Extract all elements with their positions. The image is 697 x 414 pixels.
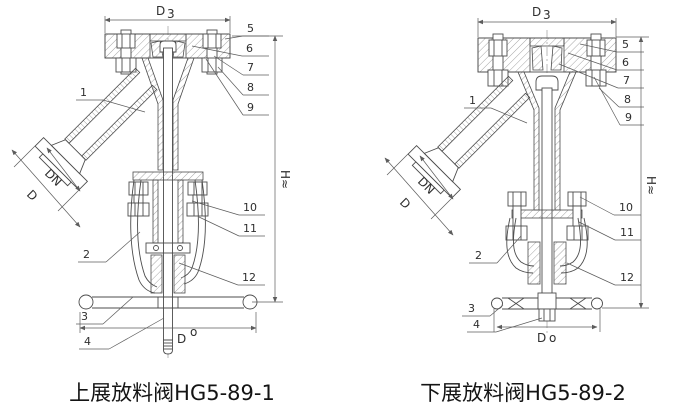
d-label-right: D [397,195,413,211]
callout-10-right: 10 [619,201,633,214]
callout-4-right: 4 [473,318,480,331]
d-label: D [24,187,40,203]
callouts-right-drawing: 1 2 3 4 5 6 7 8 9 10 11 12 [462,38,644,333]
callout-5-right: 5 [622,38,629,51]
stem-nut [538,308,556,322]
do-label-right: D [537,331,546,345]
flange-bolt-right [201,29,223,75]
callout-2: 2 [83,248,90,261]
callout-4: 4 [84,335,91,348]
callout-2-right: 2 [475,249,482,262]
d3-subscript-right: 3 [543,8,551,22]
callouts-left-drawing: 1 2 3 4 5 6 7 8 9 10 11 12 [76,22,269,350]
d3-subscript: 3 [167,7,175,21]
flange-bolt-left [115,29,137,75]
dimension-d3-right: D 3 [477,5,617,37]
d3-label: D [156,4,165,18]
drawing-title-left: 上展放料阀HG5-89-1 [69,381,275,405]
do-label: D [177,332,186,346]
handwheel-hub [537,292,557,310]
handwheel [78,294,258,310]
h-label: H≈ [278,170,292,189]
callout-11: 11 [243,222,257,235]
callout-1: 1 [80,86,87,99]
callout-3-right: 3 [468,302,475,315]
valve-stem-right [541,87,553,309]
callout-6-right: 6 [622,56,629,69]
flange-bolt-right-right-drawing [585,33,607,87]
valve-drawing-upper-type: D 3 [11,4,292,405]
h-label-right: H≈ [644,176,658,195]
callout-6: 6 [246,42,253,55]
callout-10: 10 [243,201,257,214]
dimension-d3: D 3 [104,4,231,33]
valve-drawing-lower-type: D 3 [384,5,658,405]
callout-7-right: 7 [623,74,630,87]
valve-stem [163,47,173,341]
dimension-h: H≈ [232,35,292,303]
do-sub-right: o [549,331,556,345]
callout-8: 8 [247,81,254,94]
callout-3: 3 [81,310,88,323]
stem-cap-right [535,75,559,91]
flange-bolt-left-right-drawing [487,33,509,87]
stem-guide-plate [145,242,191,254]
callout-12-right: 12 [620,271,634,284]
do-superscript: o [190,325,197,339]
drawing-title-right: 下展放料阀HG5-89-2 [420,381,626,405]
dimension-h-right: H≈ [602,36,658,309]
callout-9: 9 [247,101,254,114]
callout-7: 7 [247,61,254,74]
callout-8-right: 8 [624,93,631,106]
handwheel-right [491,292,603,322]
stem-bushing [150,254,186,294]
dimension-do-right: D o [493,308,601,345]
callout-12: 12 [242,271,256,284]
callout-11-right: 11 [620,226,634,239]
body-neck [141,57,195,171]
callout-1-right: 1 [469,94,476,107]
callout-9-right: 9 [625,111,632,124]
d3-label-right: D [532,5,541,19]
dimension-do: D o [79,312,257,346]
stem-tip [163,339,173,355]
callout-5: 5 [247,22,254,35]
gland-assembly-right [505,191,589,285]
